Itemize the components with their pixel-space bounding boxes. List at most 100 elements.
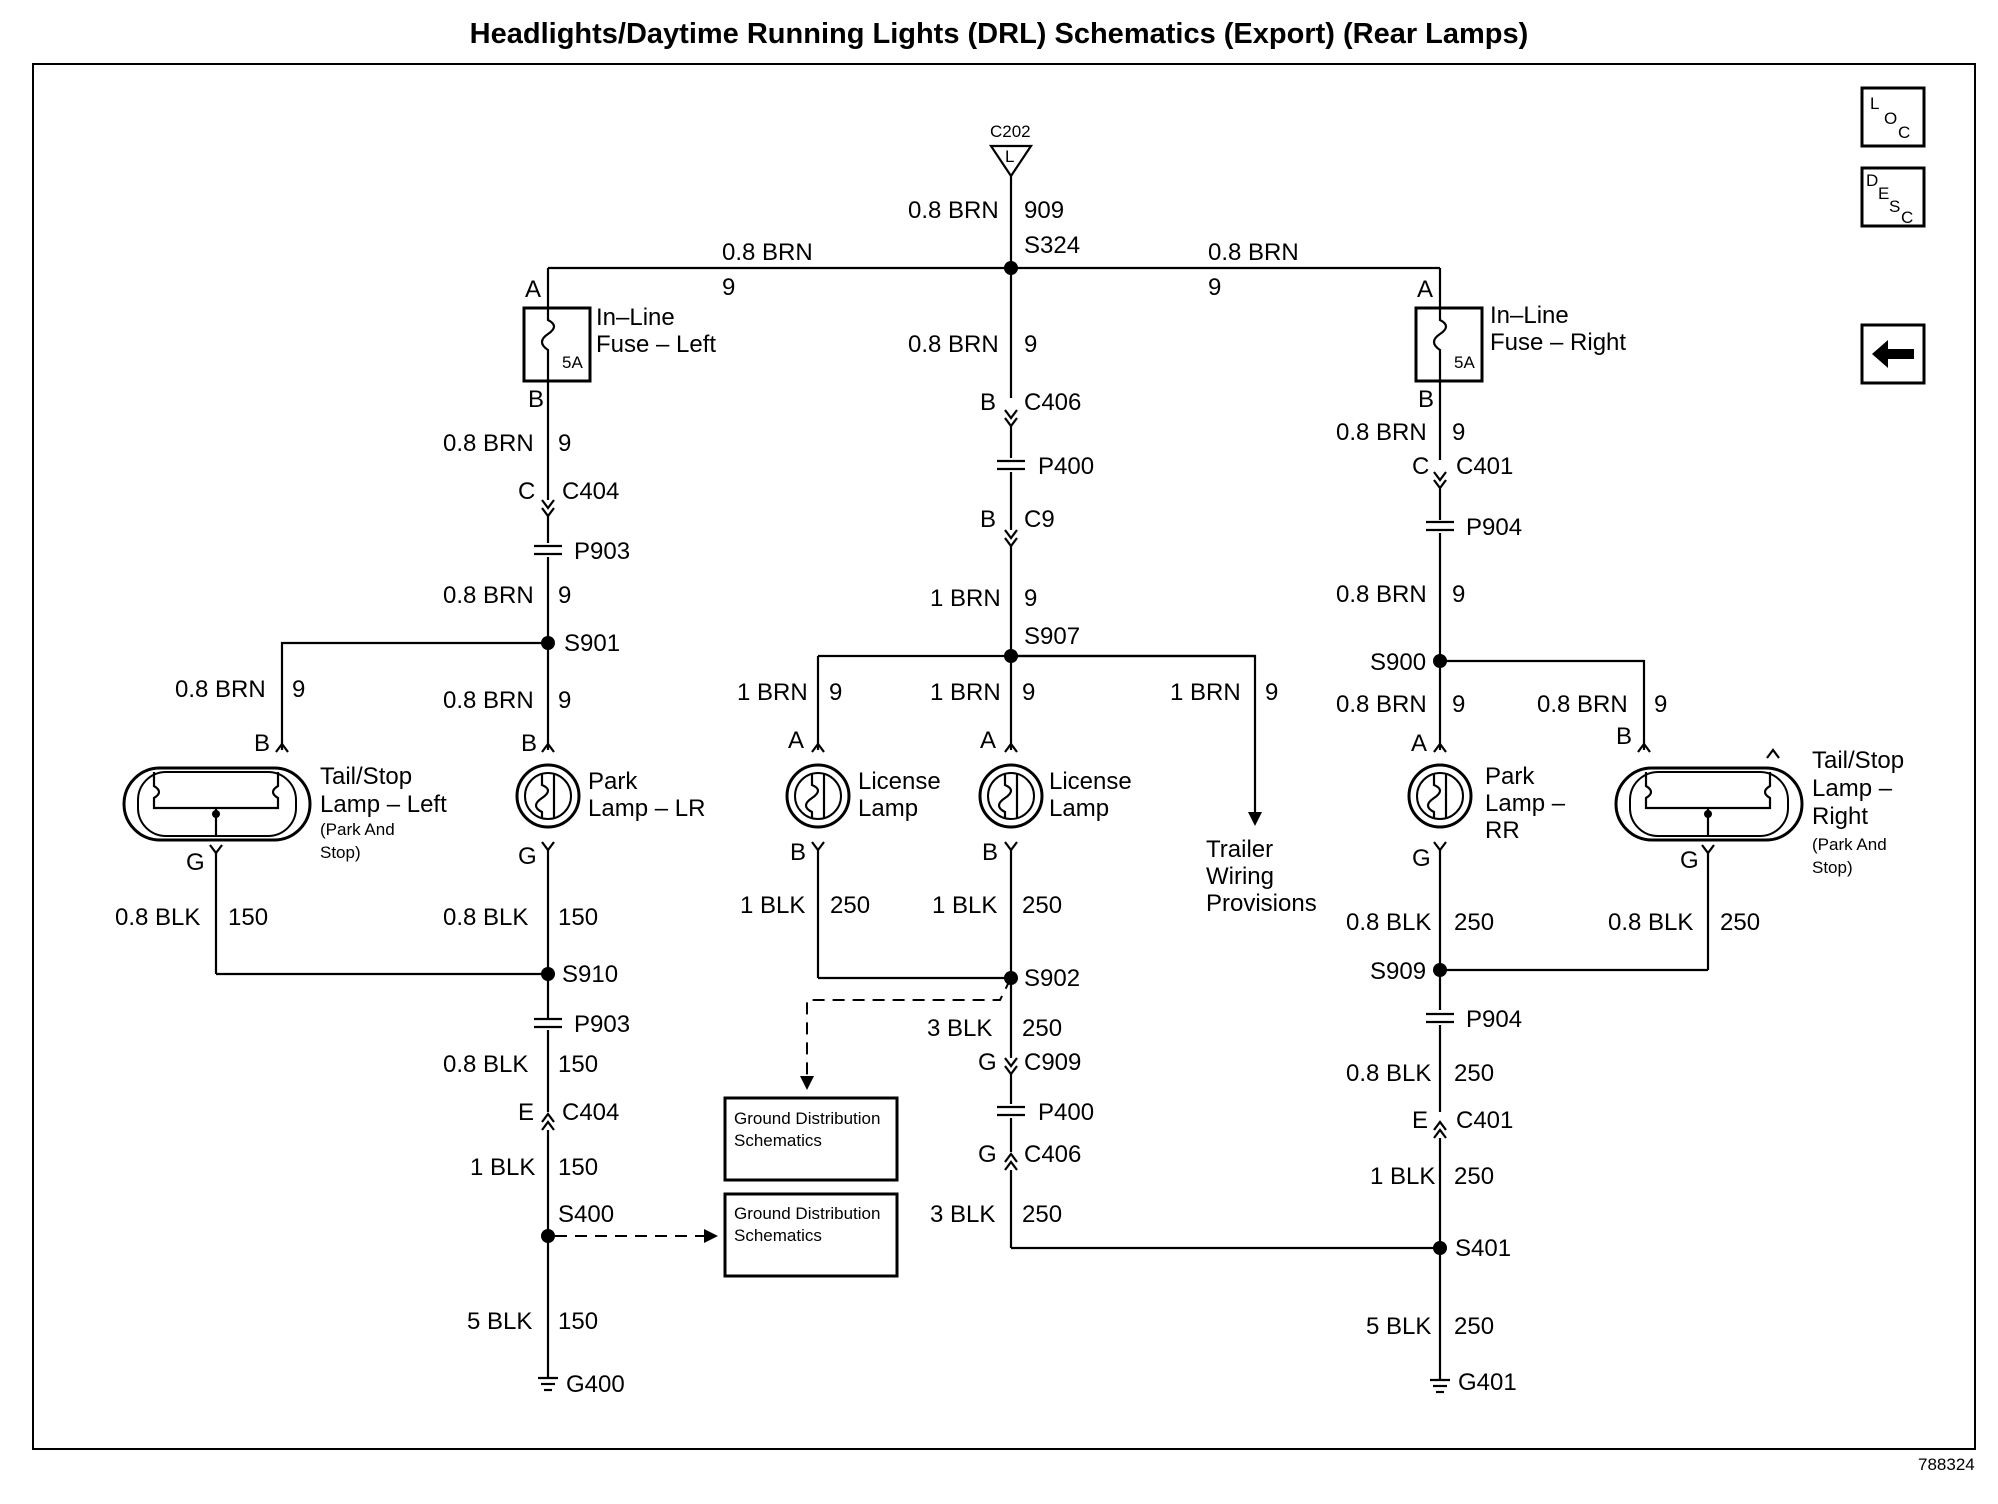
svg-text:9: 9 [1452, 419, 1465, 446]
svg-text:Lamp –: Lamp – [1485, 790, 1566, 817]
svg-text:License: License [1049, 768, 1132, 795]
svg-text:C404: C404 [562, 1099, 619, 1126]
svg-text:Ground Distribution: Ground Distribution [734, 1109, 880, 1128]
svg-text:5 BLK: 5 BLK [467, 1308, 532, 1335]
connector-p400-top [997, 459, 1025, 471]
ground-g401 [1430, 1370, 1450, 1394]
svg-text:Lamp –: Lamp – [1812, 775, 1893, 802]
svg-text:Park: Park [1485, 763, 1535, 790]
back-arrow-button[interactable] [1860, 323, 1926, 385]
source-c202: C202 L [988, 122, 1034, 178]
svg-text:0.8 BLK: 0.8 BLK [443, 1051, 528, 1078]
svg-text:S901: S901 [564, 630, 620, 657]
svg-text:S907: S907 [1024, 623, 1080, 650]
svg-text:S902: S902 [1024, 965, 1080, 992]
svg-text:B: B [521, 730, 537, 757]
svg-text:9: 9 [558, 687, 571, 714]
svg-text:G400: G400 [566, 1371, 625, 1398]
figure-number: 788324 [1918, 1455, 1975, 1474]
svg-text:1 BRN: 1 BRN [1170, 679, 1241, 706]
svg-text:G401: G401 [1458, 1369, 1517, 1396]
svg-text:L: L [1870, 94, 1879, 113]
svg-text:In–Line: In–Line [596, 304, 675, 331]
svg-text:E: E [1878, 184, 1889, 203]
svg-text:B: B [528, 386, 544, 413]
svg-text:C401: C401 [1456, 1107, 1513, 1134]
svg-text:250: 250 [1454, 909, 1494, 936]
loc-button[interactable]: L O C [1860, 86, 1926, 148]
svg-text:Stop): Stop) [1812, 858, 1853, 877]
ground-distribution-link-2[interactable]: Ground Distribution Schematics [723, 1192, 899, 1278]
svg-text:0.8 BLK: 0.8 BLK [443, 904, 528, 931]
svg-text:150: 150 [558, 1154, 598, 1181]
svg-text:Trailer: Trailer [1206, 836, 1273, 863]
svg-text:P400: P400 [1038, 1099, 1094, 1126]
svg-text:C406: C406 [1024, 389, 1081, 416]
connector-p904-bottom [1426, 1012, 1454, 1024]
svg-text:Right: Right [1812, 803, 1868, 830]
svg-text:0.8 BRN: 0.8 BRN [1336, 419, 1427, 446]
svg-text:Wiring: Wiring [1206, 863, 1274, 890]
svg-text:9: 9 [558, 582, 571, 609]
ground-distribution-link-1[interactable]: Ground Distribution Schematics [723, 1096, 899, 1182]
svg-text:E: E [518, 1099, 534, 1126]
connector-p903-bottom [534, 1017, 562, 1029]
connector-p903-top [534, 544, 562, 556]
svg-text:C: C [1412, 453, 1429, 480]
tail-stop-lamp-right [1614, 766, 1804, 842]
svg-text:Park: Park [588, 768, 638, 795]
svg-text:150: 150 [558, 1051, 598, 1078]
svg-text:5A: 5A [562, 353, 583, 372]
svg-text:250: 250 [1454, 1060, 1494, 1087]
svg-text:B: B [982, 839, 998, 866]
svg-text:0.8 BRN: 0.8 BRN [908, 197, 999, 224]
svg-text:Lamp – Left: Lamp – Left [320, 791, 447, 818]
svg-text:P904: P904 [1466, 1006, 1522, 1033]
svg-text:9: 9 [1654, 691, 1667, 718]
svg-text:Schematics: Schematics [734, 1226, 822, 1245]
svg-text:Tail/Stop: Tail/Stop [1812, 747, 1904, 774]
svg-text:P903: P903 [574, 1011, 630, 1038]
svg-text:G: G [186, 849, 205, 876]
svg-text:0.8 BRN: 0.8 BRN [1208, 239, 1299, 266]
license-lamp-2 [978, 763, 1044, 829]
svg-text:0.8 BRN: 0.8 BRN [908, 331, 999, 358]
svg-text:9: 9 [1452, 691, 1465, 718]
svg-text:9: 9 [1024, 585, 1037, 612]
svg-text:C202: C202 [990, 122, 1031, 141]
svg-text:G: G [1680, 847, 1699, 874]
svg-text:Provisions: Provisions [1206, 890, 1317, 917]
svg-text:0.8 BLK: 0.8 BLK [1346, 1060, 1431, 1087]
svg-text:0.8 BLK: 0.8 BLK [1608, 909, 1693, 936]
svg-text:5A: 5A [1454, 353, 1475, 372]
svg-text:S324: S324 [1024, 232, 1080, 259]
license-lamp-1 [785, 763, 851, 829]
connector-p400-bottom [997, 1105, 1025, 1117]
svg-text:B: B [1418, 386, 1434, 413]
svg-text:D: D [1866, 171, 1878, 190]
svg-text:A: A [525, 276, 541, 303]
svg-text:P904: P904 [1466, 514, 1522, 541]
svg-text:1 BLK: 1 BLK [1370, 1163, 1435, 1190]
svg-text:C909: C909 [1024, 1049, 1081, 1076]
svg-text:(Park And: (Park And [320, 820, 395, 839]
svg-text:0.8 BLK: 0.8 BLK [115, 904, 200, 931]
svg-text:1 BRN: 1 BRN [930, 585, 1001, 612]
svg-text:RR: RR [1485, 817, 1520, 844]
svg-text:B: B [1616, 723, 1632, 750]
svg-text:B: B [254, 730, 270, 757]
svg-text:(Park And: (Park And [1812, 835, 1887, 854]
svg-text:9: 9 [1024, 331, 1037, 358]
svg-text:0.8 BRN: 0.8 BRN [175, 676, 266, 703]
svg-text:C: C [1901, 208, 1913, 227]
park-lamp-rr [1407, 763, 1473, 829]
svg-text:A: A [1411, 730, 1427, 757]
park-lamp-lr [515, 763, 581, 829]
svg-text:3 BLK: 3 BLK [927, 1015, 992, 1042]
svg-text:0.8 BRN: 0.8 BRN [443, 582, 534, 609]
svg-text:License: License [858, 768, 941, 795]
svg-text:Fuse – Right: Fuse – Right [1490, 329, 1626, 356]
desc-button[interactable]: D E S C [1860, 166, 1926, 228]
tail-stop-lamp-left [122, 766, 312, 842]
